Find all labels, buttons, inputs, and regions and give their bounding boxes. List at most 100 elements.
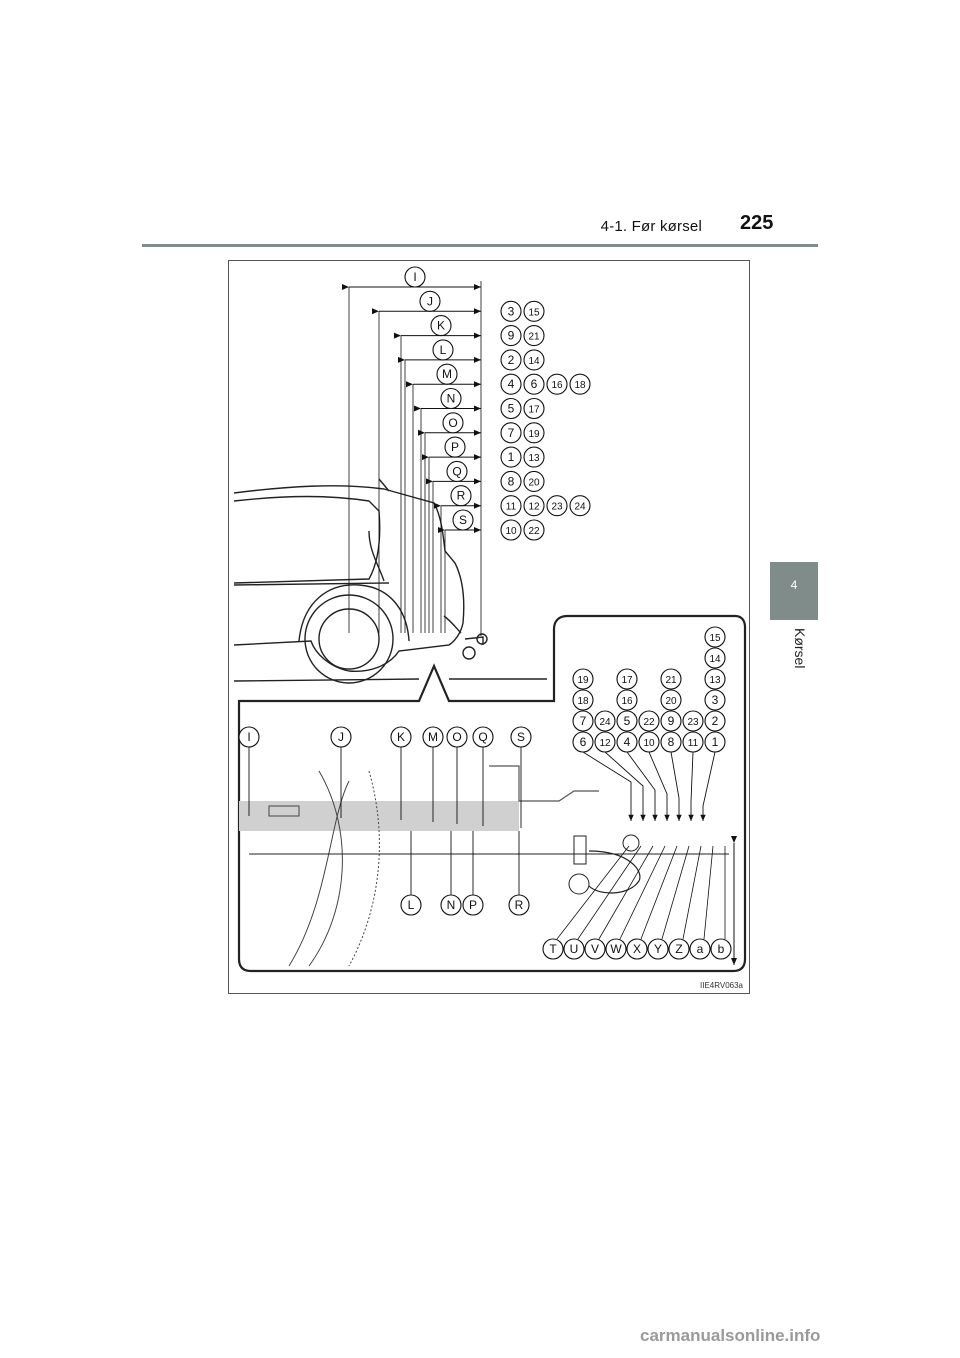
svg-text:24: 24 (574, 502, 586, 513)
svg-text:I: I (413, 270, 416, 284)
grid-number-8: 8 (660, 731, 682, 753)
svg-text:8: 8 (668, 735, 675, 749)
point-W: W (605, 938, 627, 960)
point-a: a (689, 938, 711, 960)
grid-number-18: 18 (572, 689, 594, 711)
chapter-tab[interactable]: 4 (770, 562, 818, 620)
svg-text:17: 17 (528, 405, 540, 416)
grid-number-24: 24 (594, 710, 616, 732)
grid-number-15: 15 (704, 626, 726, 648)
svg-text:21: 21 (528, 332, 540, 343)
svg-text:X: X (633, 942, 641, 956)
svg-text:M: M (442, 367, 452, 381)
grid-number-10: 10 (638, 731, 660, 753)
leader-line (604, 751, 646, 821)
svg-text:11: 11 (688, 738, 699, 749)
svg-text:18: 18 (577, 696, 589, 707)
svg-text:T: T (549, 942, 557, 956)
grid-number-13: 13 (704, 668, 726, 690)
hitch-detail-illustration (239, 765, 729, 967)
ref-number-5: 5 (500, 397, 522, 420)
leader-line (582, 751, 634, 821)
ref-number-10: 10 (500, 519, 522, 541)
point-X: X (626, 938, 648, 960)
ref-number-24: 24 (569, 495, 591, 517)
ref-number-12: 12 (523, 495, 545, 517)
label-J: J (419, 290, 441, 312)
grid-number-1: 1 (704, 731, 726, 753)
svg-text:3: 3 (508, 304, 515, 318)
svg-text:3: 3 (712, 693, 719, 707)
label-K: K (430, 315, 452, 337)
label-Q: Q (446, 460, 468, 482)
svg-text:W: W (610, 942, 622, 956)
ref-number-11: 11 (500, 495, 522, 517)
svg-text:6: 6 (580, 735, 587, 749)
grid-number-21: 21 (660, 668, 682, 690)
svg-text:L: L (440, 343, 447, 357)
ref-number-20: 20 (523, 470, 545, 492)
ref-number-13: 13 (523, 446, 545, 468)
point-I: I (238, 726, 260, 748)
ref-number-14: 14 (523, 349, 545, 371)
point-L: L (400, 894, 422, 916)
label-S: S (452, 509, 474, 531)
grid-number-2: 2 (704, 710, 726, 732)
svg-text:N: N (447, 898, 456, 912)
svg-text:2: 2 (712, 714, 719, 728)
svg-text:1: 1 (712, 735, 719, 749)
grid-number-12: 12 (594, 731, 616, 753)
bottom-leader (598, 845, 654, 940)
svg-text:S: S (517, 730, 525, 744)
ref-number-21: 21 (523, 325, 545, 347)
bottom-leader (682, 845, 702, 940)
car-rear-illustration (233, 478, 547, 684)
grid-number-19: 19 (572, 668, 594, 690)
svg-text:b: b (718, 942, 725, 956)
ref-number-23: 23 (546, 495, 568, 517)
ref-number-16: 16 (546, 373, 568, 395)
svg-text:O: O (448, 416, 457, 430)
svg-text:7: 7 (508, 426, 515, 440)
svg-text:18: 18 (574, 380, 586, 391)
svg-text:7: 7 (580, 714, 587, 728)
header-rule (142, 244, 818, 247)
svg-text:L: L (408, 898, 415, 912)
leader-line (648, 751, 670, 821)
point-Q: Q (472, 726, 494, 748)
ref-number-4: 4 (500, 373, 522, 395)
label-O: O (442, 412, 464, 434)
bottom-leader (703, 845, 714, 940)
page-number: 225 (740, 212, 774, 234)
grid-number-14: 14 (704, 647, 726, 669)
svg-text:R: R (457, 489, 466, 503)
svg-text:13: 13 (709, 675, 721, 686)
svg-text:16: 16 (551, 380, 563, 391)
grid-number-22: 22 (638, 710, 660, 732)
svg-text:Y: Y (654, 942, 662, 956)
ref-number-3: 3 (500, 300, 522, 322)
point-T: T (542, 938, 564, 960)
svg-text:2: 2 (508, 353, 515, 367)
svg-text:K: K (437, 319, 445, 333)
label-P: P (444, 436, 466, 458)
svg-text:6: 6 (531, 377, 538, 391)
point-O: O (446, 726, 468, 748)
ref-number-2: 2 (500, 349, 522, 371)
ref-number-17: 17 (523, 397, 545, 420)
svg-text:8: 8 (508, 474, 515, 488)
svg-text:V: V (591, 942, 599, 956)
svg-text:22: 22 (643, 717, 655, 728)
ref-number-18: 18 (569, 373, 591, 395)
leader-line (670, 751, 682, 821)
point-b: b (710, 938, 732, 960)
figure-code: IIE4RV063a (700, 981, 743, 990)
label-N: N (440, 387, 462, 410)
svg-text:19: 19 (528, 429, 540, 440)
svg-text:9: 9 (508, 329, 515, 343)
svg-text:Z: Z (675, 942, 682, 956)
svg-text:20: 20 (528, 477, 540, 488)
label-L: L (432, 339, 454, 361)
point-K: K (390, 726, 412, 748)
